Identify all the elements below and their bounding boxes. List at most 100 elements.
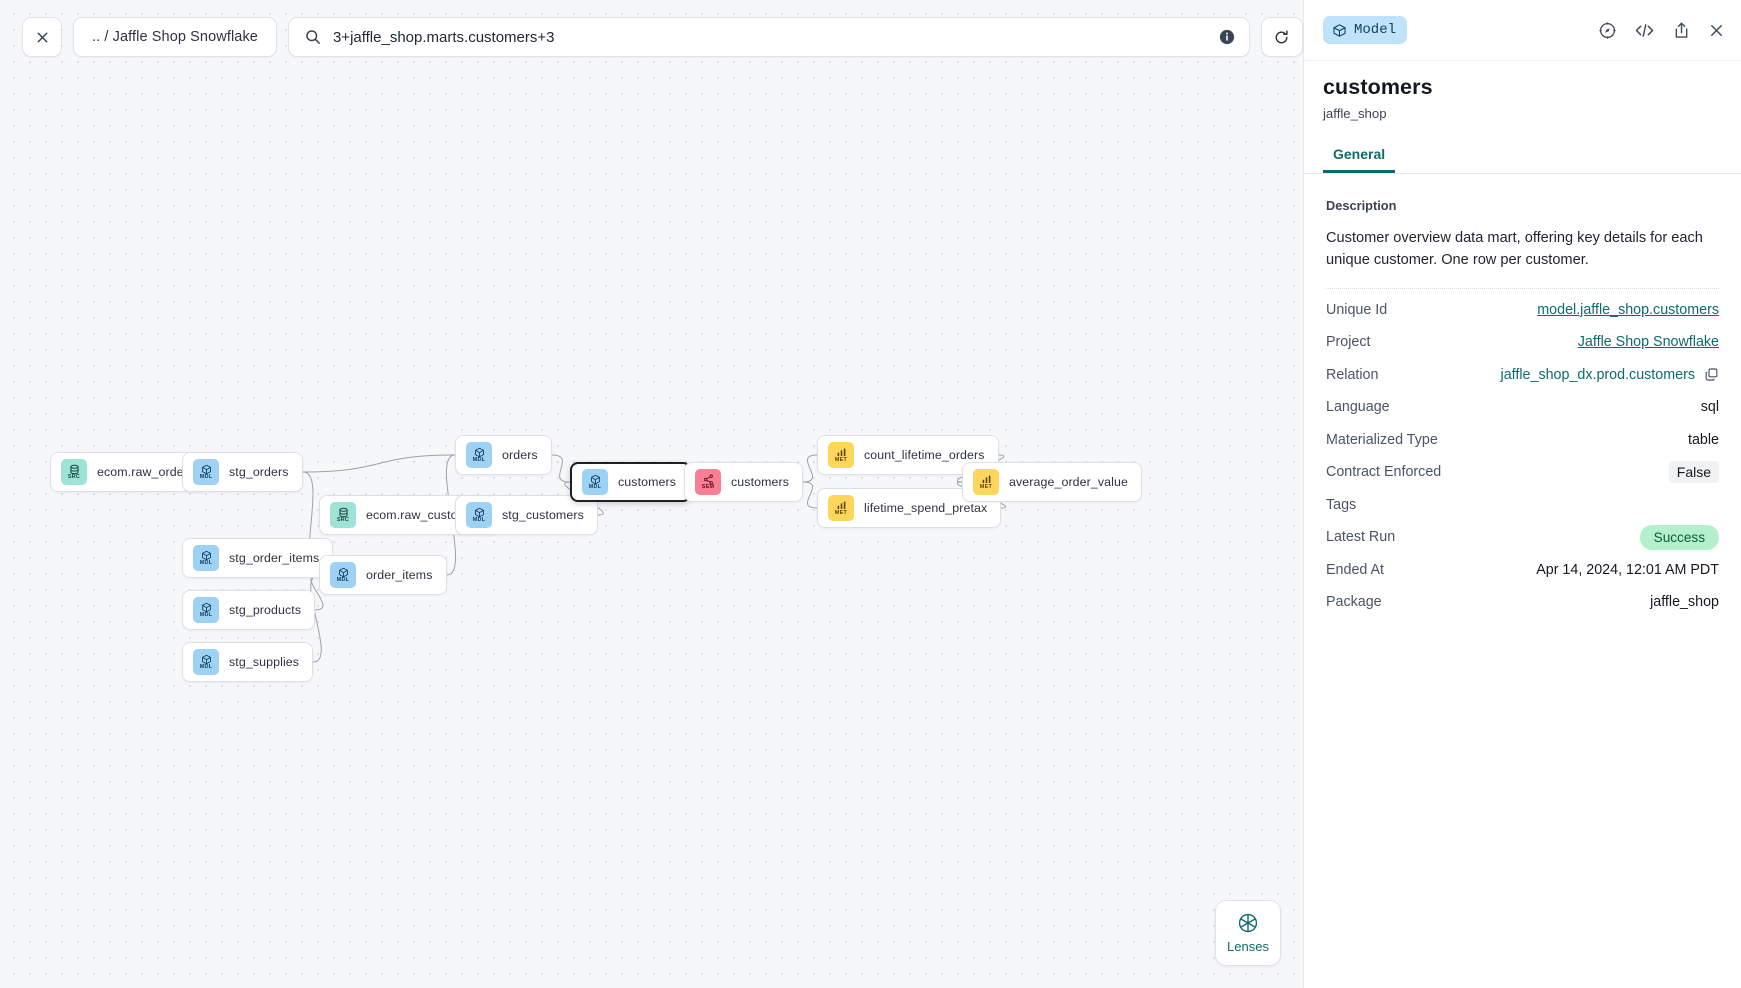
detail-value-wrap: jaffle_shop_dx.prod.customers <box>1501 367 1719 383</box>
detail-row-tags: Tags <box>1326 488 1719 521</box>
close-icon[interactable] <box>1708 22 1725 39</box>
graph-node-stg_supplies[interactable]: MDL stg_supplies <box>182 642 314 682</box>
search-icon <box>306 30 320 44</box>
detail-key: Contract Enforced <box>1326 464 1442 481</box>
page-title: customers <box>1323 75 1433 99</box>
graph-node-label: stg_products <box>229 603 302 617</box>
share-icon[interactable] <box>1672 21 1691 40</box>
detail-value-wrap: table <box>1688 432 1719 448</box>
detail-key: Project <box>1326 334 1371 351</box>
cube-icon <box>1333 23 1346 37</box>
detail-value-wrap: Jaffle Shop Snowflake <box>1578 334 1719 350</box>
graph-node-label: stg_customers <box>502 508 584 522</box>
detail-row-ended-at: Ended At Apr 14, 2024, 12:01 AM PDT <box>1326 553 1719 586</box>
node-type-badge-met: MET <box>973 469 999 495</box>
detail-value-wrap: False <box>1668 461 1719 484</box>
canvas-toolbar: .. / Jaffle Shop Snowflake <box>22 17 1303 57</box>
graph-node-customers[interactable]: SEM customers <box>684 462 804 502</box>
detail-value: sql <box>1700 399 1719 416</box>
panel-actions <box>1598 21 1725 40</box>
node-type-badge-mdl: MDL <box>193 459 219 485</box>
node-type-badge-mdl: MDL <box>193 597 219 623</box>
graph-node-label: average_order_value <box>1009 475 1129 489</box>
graph-node-label: stg_order_items <box>229 551 320 565</box>
graph-node-label: customers <box>618 475 677 489</box>
node-type-badge-mdl: MDL <box>193 649 219 675</box>
graph-node-label: order_items <box>366 568 433 582</box>
divider <box>1326 288 1719 290</box>
detail-row-latest-run: Latest Run Success <box>1326 521 1719 554</box>
node-type-badge-src: SRC <box>330 502 356 528</box>
lenses-button[interactable]: Lenses <box>1215 900 1281 966</box>
node-type-badge-mdl: MDL <box>330 562 356 588</box>
graph-node-label: count_lifetime_orders <box>864 448 985 462</box>
detail-key: Tags <box>1326 496 1357 513</box>
lenses-label: Lenses <box>1227 939 1269 954</box>
detail-row-project: Project Jaffle Shop Snowflake <box>1326 326 1719 359</box>
graph-node-stg_order_items[interactable]: MDL stg_order_items <box>182 538 334 578</box>
node-type-badge-met: MET <box>828 495 854 521</box>
graph-node-label: customers <box>731 475 790 489</box>
node-type-badge-mdl: MDL <box>193 545 219 571</box>
detail-value: Apr 14, 2024, 12:01 AM PDT <box>1536 561 1719 578</box>
node-type-badge-met: MET <box>828 442 854 468</box>
detail-row-materialized-type: Materialized Type table <box>1326 423 1719 456</box>
close-lineage-button[interactable] <box>22 17 62 57</box>
node-type-chip: Model <box>1323 16 1408 44</box>
info-icon[interactable] <box>1219 29 1235 45</box>
detail-row-relation: Relation jaffle_shop_dx.prod.customers <box>1326 358 1719 391</box>
panel-tabs: General <box>1304 146 1741 174</box>
node-type-badge-sem: SEM <box>695 469 721 495</box>
detail-value: jaffle_shop <box>1650 594 1719 611</box>
detail-value-wrap: sql <box>1701 399 1719 415</box>
lens-icon[interactable] <box>1598 21 1617 40</box>
node-type-badge-mdl: MDL <box>466 442 492 468</box>
detail-key: Ended At <box>1326 561 1385 578</box>
close-icon <box>37 32 47 42</box>
detail-key: Unique Id <box>1326 301 1388 318</box>
search-input[interactable] <box>332 28 1207 46</box>
graph-node-stg_orders[interactable]: MDL stg_orders <box>182 452 303 492</box>
code-icon[interactable] <box>1634 21 1655 40</box>
graph-node-stg_products[interactable]: MDL stg_products <box>182 590 316 630</box>
detail-value[interactable]: jaffle_shop_dx.prod.customers <box>1500 366 1695 383</box>
detail-value[interactable]: Jaffle Shop Snowflake <box>1577 334 1719 351</box>
breadcrumb[interactable]: .. / Jaffle Shop Snowflake <box>73 17 277 57</box>
graph-node-label: stg_supplies <box>229 655 300 669</box>
description-text: Customer overview data mart, offering ke… <box>1326 230 1703 269</box>
copy-icon[interactable] <box>1704 367 1719 382</box>
detail-value-wrap: jaffle_shop <box>1650 594 1719 610</box>
detail-row-unique-id: Unique Id model.jaffle_shop.customers <box>1326 293 1719 326</box>
page-subtitle: jaffle_shop <box>1323 106 1387 121</box>
detail-key: Materialized Type <box>1326 431 1438 448</box>
detail-value[interactable]: model.jaffle_shop.customers <box>1537 301 1719 318</box>
tab-general[interactable]: General <box>1323 146 1395 173</box>
panel-title-block: customers jaffle_shop <box>1304 60 1741 121</box>
graph-node-average_order_value[interactable]: MET average_order_value <box>962 462 1143 502</box>
refresh-button[interactable] <box>1260 17 1303 57</box>
graph-node-label: stg_orders <box>229 465 289 479</box>
detail-value: table <box>1687 431 1719 448</box>
detail-key: Latest Run <box>1326 529 1396 546</box>
details-panel: Model <box>1303 0 1741 988</box>
status-badge: False <box>1668 461 1719 484</box>
search-bar[interactable] <box>287 17 1250 57</box>
detail-key: Language <box>1326 399 1390 416</box>
detail-value-wrap: model.jaffle_shop.customers <box>1537 302 1719 318</box>
detail-key: Relation <box>1326 366 1379 383</box>
detail-value-wrap: Apr 14, 2024, 12:01 AM PDT <box>1536 562 1719 578</box>
panel-body: Description Customer overview data mart,… <box>1304 174 1741 988</box>
aperture-icon <box>1238 913 1258 933</box>
graph-node-customers[interactable]: MDL customers <box>570 462 692 502</box>
detail-value-wrap: Success <box>1639 524 1719 550</box>
graph-node-order_items[interactable]: MDL order_items <box>319 555 447 595</box>
refresh-icon <box>1275 29 1289 43</box>
panel-header: Model <box>1304 0 1741 60</box>
node-type-badge-src: SRC <box>61 459 87 485</box>
node-type-badge-mdl: MDL <box>582 469 608 495</box>
